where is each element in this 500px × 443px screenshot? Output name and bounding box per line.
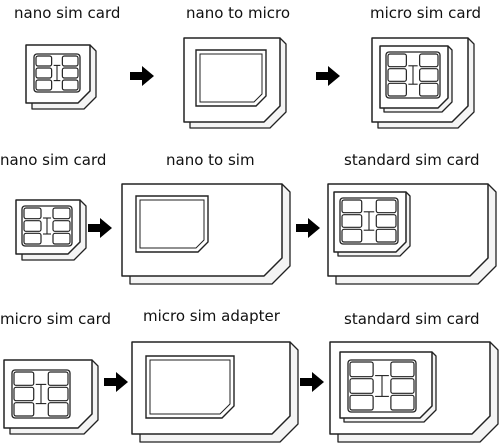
row2-left-label: nano sim card xyxy=(0,151,107,169)
row1-nano-sim-card xyxy=(25,44,97,110)
row2-middle-label: nano to sim xyxy=(166,151,255,169)
row3-micro-sim-card xyxy=(3,359,99,435)
row2-standard-sim-card xyxy=(327,183,497,285)
row3-right-label: standard sim card xyxy=(344,310,480,328)
row2-nano-to-sim-adapter xyxy=(121,183,291,285)
row1-arrow-2 xyxy=(316,66,340,86)
row3-micro-sim-adapter xyxy=(131,341,299,443)
row2-arrow-2 xyxy=(296,218,320,238)
row3-standard-sim-card xyxy=(329,341,499,443)
row3-arrow-1 xyxy=(104,372,128,392)
row3-left-label: micro sim card xyxy=(0,310,112,328)
row1-nano-to-micro-adapter xyxy=(183,37,287,129)
row3-arrow-2 xyxy=(300,372,324,392)
row1-left-label: nano sim card xyxy=(14,4,121,22)
row2-right-label: standard sim card xyxy=(344,151,480,169)
row3-middle-label: micro sim adapter xyxy=(143,307,280,325)
row1-middle-label: nano to micro xyxy=(186,4,291,22)
row1-micro-sim-card xyxy=(371,37,475,129)
row2-arrow-1 xyxy=(88,218,112,238)
row1-arrow-1 xyxy=(130,66,154,86)
row1-right-label: micro sim card xyxy=(370,4,482,22)
row2-nano-sim-card xyxy=(15,199,87,261)
